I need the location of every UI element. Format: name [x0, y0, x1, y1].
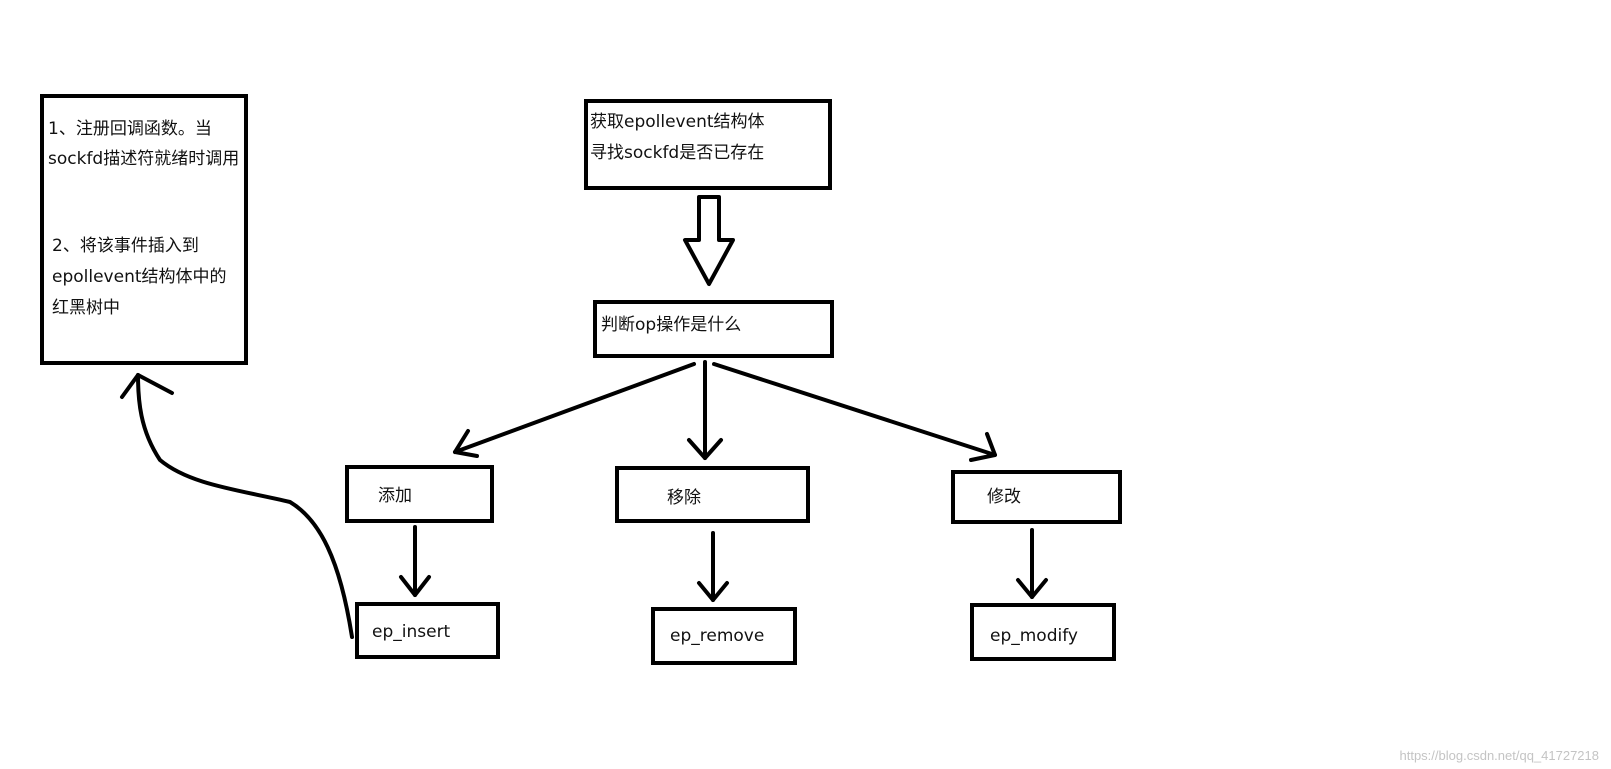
arrow-remove-remove-head [697, 581, 729, 602]
watermark: https://blog.csdn.net/qq_41727218 [1399, 748, 1600, 763]
branch-modify-box [951, 470, 1122, 524]
branch-modify-label: 修改 [987, 487, 1021, 507]
arrow-to-add-head [453, 429, 479, 458]
branch-remove-label: 移除 [667, 488, 701, 508]
fetch-struct-line-1: 获取epollevent结构体 [590, 112, 765, 132]
curve-insert-to-notes-head [120, 373, 174, 399]
decision-box [593, 300, 834, 358]
notes-line-5: 红黑树中 [52, 298, 120, 318]
branch-add-label: 添加 [378, 486, 412, 506]
ep-remove-box [651, 607, 797, 665]
ep-insert-box [355, 602, 500, 659]
fetch-struct-line-2: 寻找sockfd是否已存在 [590, 143, 765, 163]
arrow-to-add [453, 362, 696, 454]
notes-line-1: 1、注册回调函数。当 [48, 119, 212, 139]
arrow-to-modify-head [969, 432, 997, 462]
arrow-to-modify [712, 362, 997, 457]
decision-label: 判断op操作是什么 [601, 315, 742, 335]
ep-insert-label: ep_insert [372, 622, 451, 642]
fetch-struct-box [584, 99, 832, 190]
notes-line-3: 2、将该事件插入到 [52, 236, 199, 256]
branch-remove-box [615, 466, 810, 523]
notes-box [40, 94, 248, 365]
notes-line-4: epollevent结构体中的 [52, 267, 227, 287]
arrow-modify-modify-head [1016, 578, 1048, 599]
notes-line-2: sockfd描述符就绪时调用 [48, 149, 240, 169]
block-arrow-down [683, 195, 735, 286]
branch-add-box [345, 465, 494, 523]
ep-remove-label: ep_remove [670, 626, 765, 646]
ep-modify-box [970, 603, 1116, 661]
arrow-to-remove-head [687, 438, 723, 460]
curve-insert-to-notes [136, 373, 354, 639]
arrow-add-insert-head [399, 575, 431, 597]
ep-modify-label: ep_modify [990, 626, 1078, 646]
